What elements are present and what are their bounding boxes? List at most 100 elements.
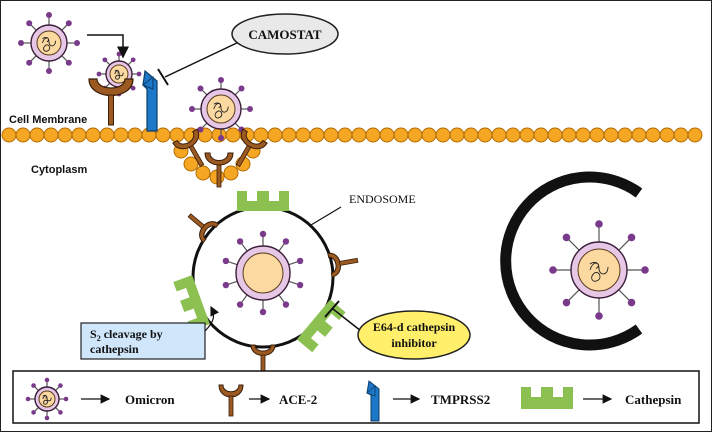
- spike-knob: [31, 383, 36, 388]
- membrane-bead: [323, 127, 339, 143]
- membrane-bead: [183, 156, 199, 172]
- ace2-receptor-bound: [204, 152, 234, 188]
- spike-knob: [18, 40, 24, 46]
- s2-cleavage-line1: S2 cleavage by: [90, 327, 163, 343]
- legend-label-tmprss2: TMPRSS2: [431, 392, 490, 407]
- legend-label-cathepsin: Cathepsin: [625, 392, 682, 407]
- membrane-bead: [223, 165, 239, 181]
- spike-knob: [65, 20, 72, 27]
- legend: Omicron ACE-2 TMPRSS2 Cathepsin: [12, 370, 700, 424]
- spike-knob: [218, 77, 224, 83]
- spike-knob: [259, 230, 267, 238]
- membrane-bead: [225, 127, 241, 143]
- membrane-bead: [57, 127, 73, 143]
- membrane-bead: [71, 127, 87, 143]
- spike-knob: [102, 57, 108, 63]
- legend-label-omicron: Omicron: [125, 392, 175, 407]
- spike-knob: [627, 298, 636, 307]
- viral-rna: [42, 395, 52, 405]
- endosome-exit-arc: [500, 171, 643, 351]
- membrane-bead: [449, 127, 465, 143]
- s2-cleavage-arrow: [204, 305, 220, 332]
- ace2-receptor-endosome: [327, 252, 359, 278]
- s2-cleavage-box: S2 cleavage by cathepsin: [80, 322, 206, 360]
- ace2-receptor-bound: [172, 128, 205, 168]
- spike-knob: [96, 71, 102, 77]
- membrane-bead: [645, 127, 661, 143]
- spike-knob: [58, 410, 63, 415]
- spike-knob: [130, 85, 136, 91]
- spike-knob: [63, 396, 69, 402]
- spike-knob: [44, 415, 50, 421]
- cytoplasm-label: Cytoplasm: [31, 164, 87, 176]
- spike-knob: [26, 20, 33, 27]
- membrane-bead: [43, 127, 59, 143]
- spike-knob: [136, 71, 142, 77]
- e64-label-line1: E64-d cathepsin: [373, 320, 456, 334]
- ace2-receptor-icon: [218, 384, 244, 417]
- membrane-bead: [365, 127, 381, 143]
- cathepsin: [237, 191, 289, 211]
- ace2-receptor-endosome: [250, 344, 276, 374]
- membrane-bead: [85, 127, 101, 143]
- membrane-bead: [477, 127, 493, 143]
- endosome-pointer: [310, 206, 342, 226]
- entry-arrow: [87, 34, 129, 59]
- viral-rna: [41, 36, 57, 52]
- cell-membrane-label: Cell Membrane: [9, 114, 87, 126]
- membrane-bead: [379, 127, 395, 143]
- spike-knob: [595, 312, 603, 320]
- spike-knob: [549, 266, 557, 274]
- membrane-bead: [169, 127, 185, 143]
- camostat-inhibition-bar: [157, 68, 169, 86]
- spike-knob: [296, 257, 304, 265]
- cell-membrane: [1, 127, 703, 185]
- spike-knob: [116, 51, 122, 57]
- spike-knob: [74, 40, 80, 46]
- membrane-bead: [295, 127, 311, 143]
- e64-bubble: E64-d cathepsin inhibitor: [357, 310, 471, 360]
- membrane-bead: [589, 127, 605, 143]
- spike-knob: [197, 126, 204, 133]
- membrane-bead: [267, 127, 283, 143]
- spike-knob: [189, 106, 195, 112]
- membrane-bead: [533, 127, 549, 143]
- viral-rna: [589, 261, 609, 282]
- ace2-receptor-membrane: [88, 78, 134, 126]
- spike-knob: [218, 135, 224, 141]
- omicron-virus-membrane-fusion: [172, 77, 268, 188]
- membrane-bead: [435, 127, 451, 143]
- membrane-bead: [547, 127, 563, 143]
- ace2-receptor-endosome: [187, 213, 220, 244]
- omicron-virus-release: [549, 220, 649, 320]
- spike-knob: [562, 298, 571, 307]
- camostat-label: CAMOSTAT: [248, 27, 322, 42]
- spike-knob: [222, 257, 230, 265]
- membrane-bead: [673, 127, 689, 143]
- spike-knob: [236, 238, 244, 245]
- membrane-bead: [29, 127, 45, 143]
- membrane-bead: [155, 127, 171, 143]
- e64-inhibition-bar: [324, 300, 340, 318]
- spike-knob: [595, 220, 603, 228]
- viral-rna: [114, 70, 124, 80]
- spike-knob: [197, 85, 204, 92]
- membrane-bead: [337, 127, 353, 143]
- legend-label-ace2: ACE-2: [279, 392, 317, 407]
- spike-knob: [627, 233, 636, 242]
- membrane-bead: [631, 127, 647, 143]
- camostat-inhibition-line: [164, 40, 242, 78]
- membrane-bead: [15, 127, 31, 143]
- membrane-bead: [491, 127, 507, 143]
- membrane-bead: [575, 127, 591, 143]
- spike-knob: [46, 68, 52, 74]
- membrane-bead: [113, 127, 129, 143]
- membrane-bead: [603, 127, 619, 143]
- membrane-bead: [659, 127, 675, 143]
- spike-knob: [296, 281, 304, 289]
- membrane-bead: [519, 127, 535, 143]
- ace2-endosome-group: [187, 213, 359, 374]
- spike-knob: [46, 12, 52, 18]
